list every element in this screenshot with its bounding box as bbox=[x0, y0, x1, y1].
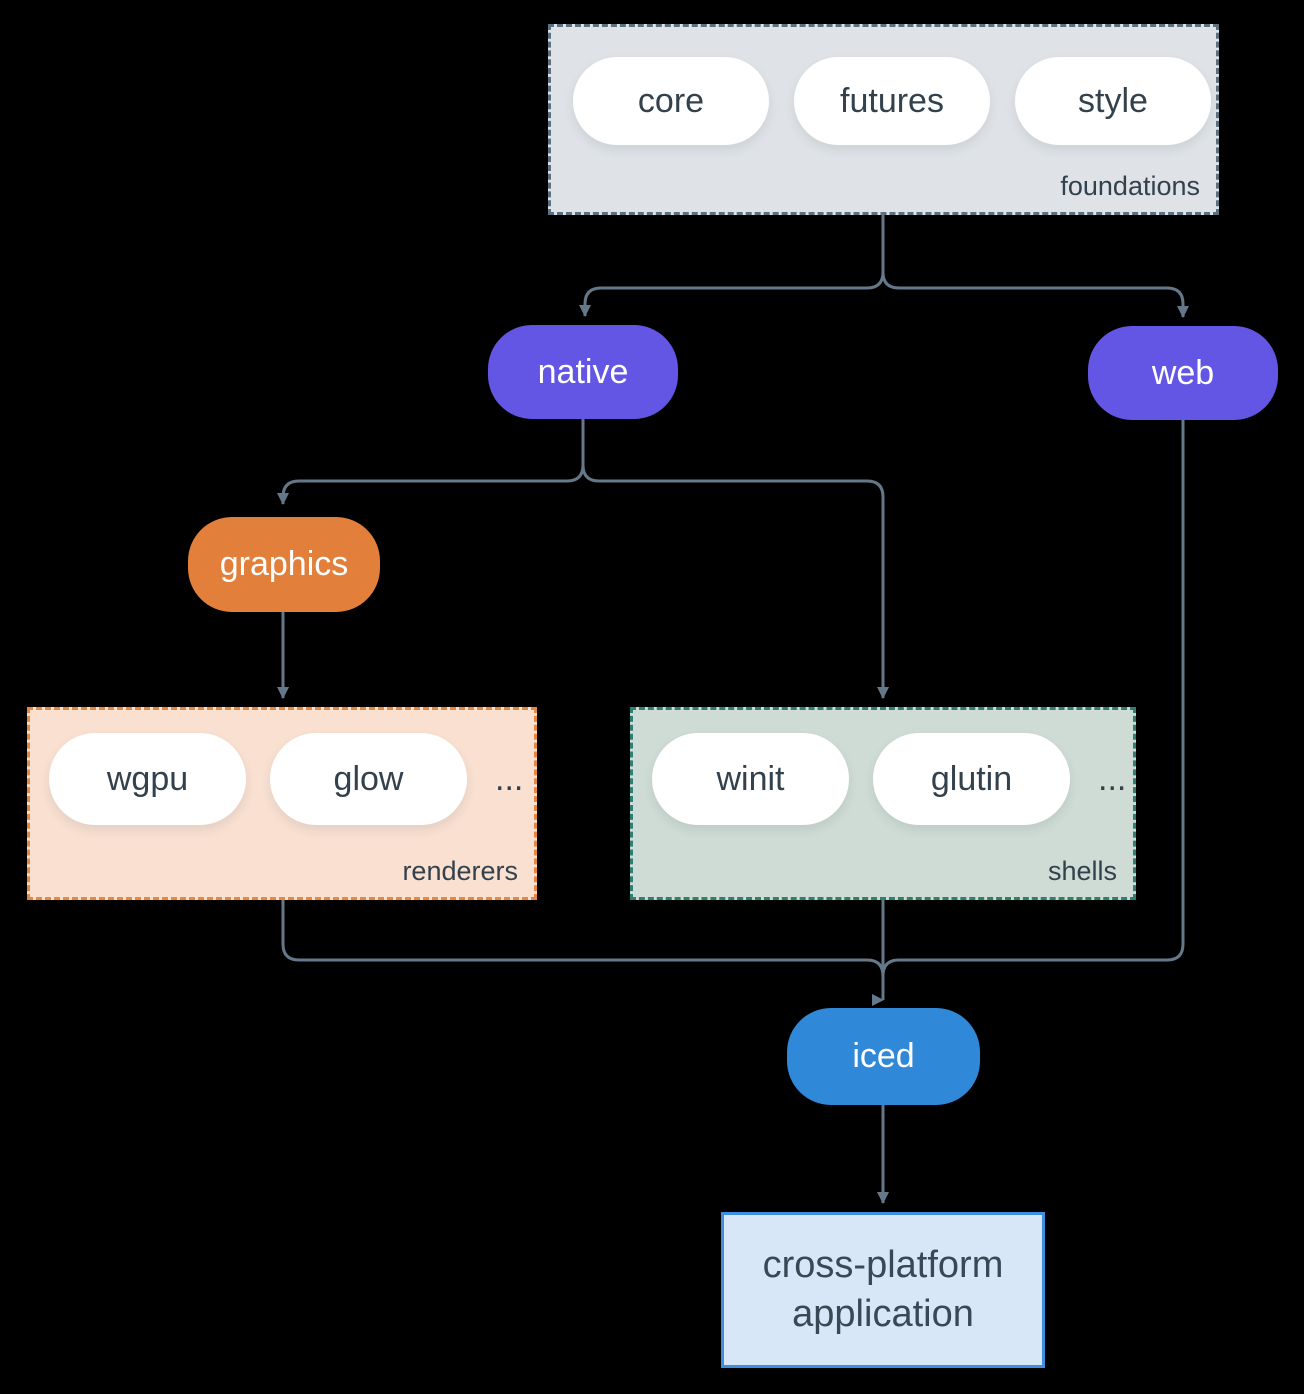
pill-winit: winit bbox=[652, 733, 849, 825]
pill-wgpu-label: wgpu bbox=[106, 759, 189, 798]
node-application-label: cross-platform application bbox=[762, 1244, 1004, 1335]
connector-foundations-web bbox=[881, 215, 1189, 318]
connector-foundations-native bbox=[579, 215, 885, 317]
pill-glow: glow bbox=[270, 733, 467, 825]
pill-style: style bbox=[1015, 57, 1211, 145]
group-foundations: core futures style foundations bbox=[548, 24, 1219, 215]
shells-ellipsis: ... bbox=[1098, 759, 1127, 798]
node-iced-label: iced bbox=[852, 1037, 915, 1075]
pill-core: core bbox=[573, 57, 769, 145]
renderers-pill-row: wgpu glow ... bbox=[30, 710, 534, 825]
node-iced: iced bbox=[787, 1008, 980, 1105]
pill-winit-label: winit bbox=[716, 759, 785, 798]
node-web: web bbox=[1088, 326, 1278, 420]
pill-glutin-label: glutin bbox=[930, 759, 1013, 798]
pill-futures-label: futures bbox=[840, 81, 944, 120]
node-native-label: native bbox=[537, 352, 629, 391]
node-graphics: graphics bbox=[188, 517, 380, 612]
group-renderers: wgpu glow ... renderers bbox=[27, 707, 537, 900]
pill-glutin: glutin bbox=[873, 733, 1070, 825]
foundations-pill-row: core futures style bbox=[551, 27, 1216, 145]
shells-pill-row: winit glutin ... bbox=[633, 710, 1133, 825]
pill-style-label: style bbox=[1078, 81, 1148, 120]
pill-wgpu: wgpu bbox=[49, 733, 246, 825]
group-shells: winit glutin ... shells bbox=[630, 707, 1136, 900]
node-native: native bbox=[488, 325, 678, 419]
group-label-shells: shells bbox=[1047, 856, 1117, 886]
connector-web-iced bbox=[881, 420, 1185, 977]
group-label-renderers: renderers bbox=[402, 856, 518, 886]
node-graphics-label: graphics bbox=[219, 545, 349, 583]
connector-native-shells bbox=[581, 419, 889, 699]
pill-futures: futures bbox=[794, 57, 990, 145]
renderers-ellipsis: ... bbox=[495, 759, 524, 798]
group-label-foundations: foundations bbox=[1060, 171, 1200, 201]
pill-glow-label: glow bbox=[333, 759, 404, 798]
connector-renderers-iced bbox=[281, 900, 885, 977]
pill-core-label: core bbox=[637, 81, 705, 120]
node-cross-platform-application: cross-platform application bbox=[721, 1212, 1045, 1368]
connector-native-graphics bbox=[277, 419, 585, 505]
node-web-label: web bbox=[1151, 353, 1215, 392]
